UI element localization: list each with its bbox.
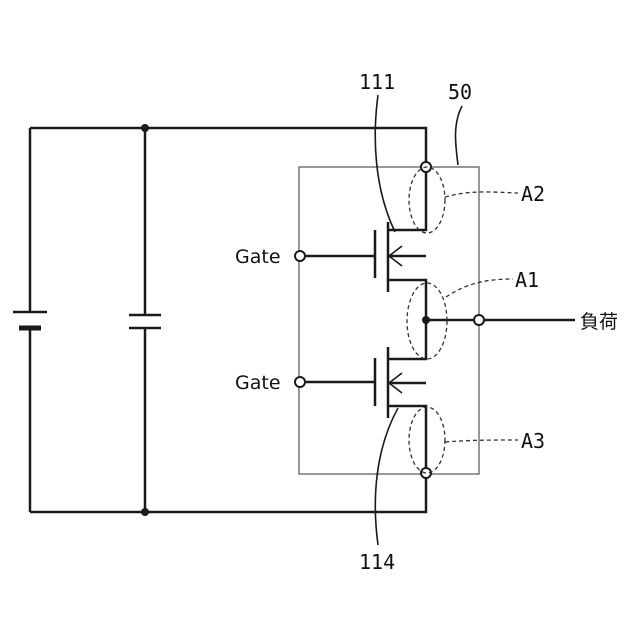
ref-50-leader [456,106,463,165]
load-label: 負荷 [580,311,618,333]
A2-label: A2 [521,182,545,206]
gate-lower-terminal [295,377,305,387]
upper-mosfet-111 [306,170,426,350]
output-terminal [474,315,484,325]
gate-upper-terminal [295,251,305,261]
A3-label: A3 [521,429,545,453]
ref-114-label: 114 [359,550,395,574]
battery-symbol [13,128,47,512]
gate-lower-label: Gate [235,372,281,394]
capacitor-symbol [129,128,161,512]
ref-111-leader [375,95,395,232]
ref-50-label: 50 [448,80,472,104]
midpoint-junction [422,316,430,324]
ref-111-label: 111 [359,70,395,94]
lower-mosfet-114 [306,347,426,470]
ref-114-leader [375,408,398,545]
top-rail-wire [30,128,426,163]
gate-upper-label: Gate [235,246,281,268]
A3-leader [445,440,518,442]
bottom-rail-wire [30,477,426,512]
A1-label: A1 [515,268,539,292]
A2-leader [445,192,518,197]
